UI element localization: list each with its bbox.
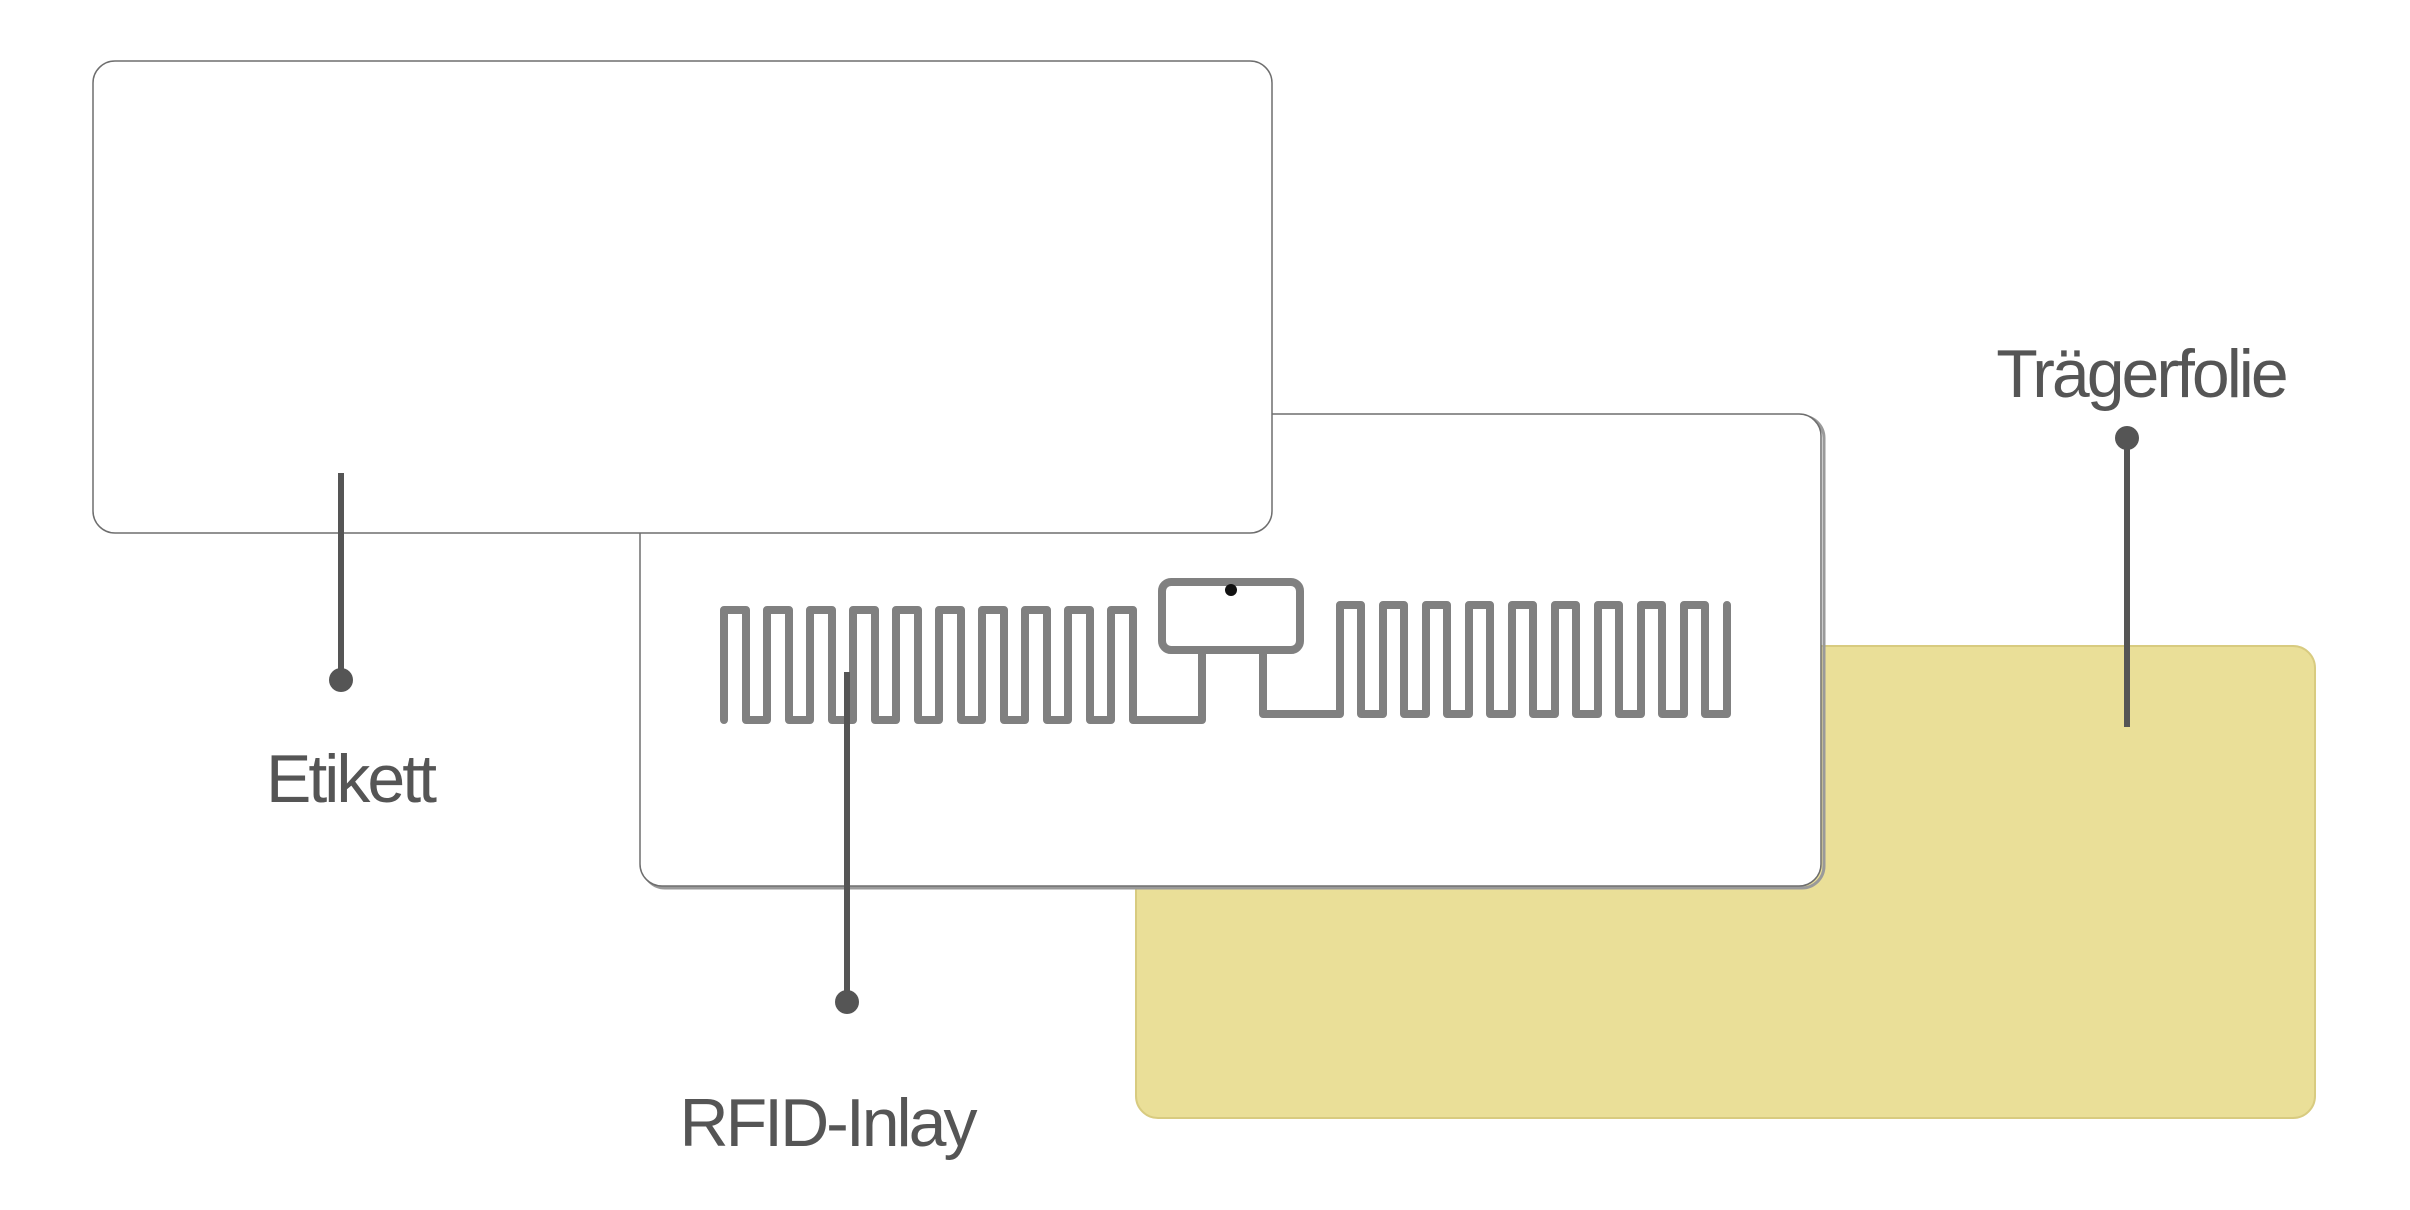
label-etikett: Etikett	[266, 741, 437, 817]
callout-traegerfolie	[2115, 426, 2139, 727]
rfid-antenna-icon	[720, 578, 1731, 724]
callout-dot-etikett	[329, 668, 353, 692]
callout-etikett	[329, 473, 353, 692]
antenna-right-meander	[1259, 601, 1731, 718]
rfid-chip-loop-icon	[1158, 578, 1304, 654]
label-layer	[92, 60, 1273, 534]
label-traegerfolie: Trägerfolie	[1996, 336, 2286, 412]
antenna-left-meander	[720, 606, 1206, 724]
label-rfid-inlay: RFID-Inlay	[680, 1085, 978, 1161]
callout-dot-rfid-inlay	[835, 990, 859, 1014]
callout-rfid-inlay	[835, 672, 859, 1014]
callout-dot-traegerfolie	[2115, 426, 2139, 450]
rfid-chip-icon	[1225, 584, 1237, 596]
